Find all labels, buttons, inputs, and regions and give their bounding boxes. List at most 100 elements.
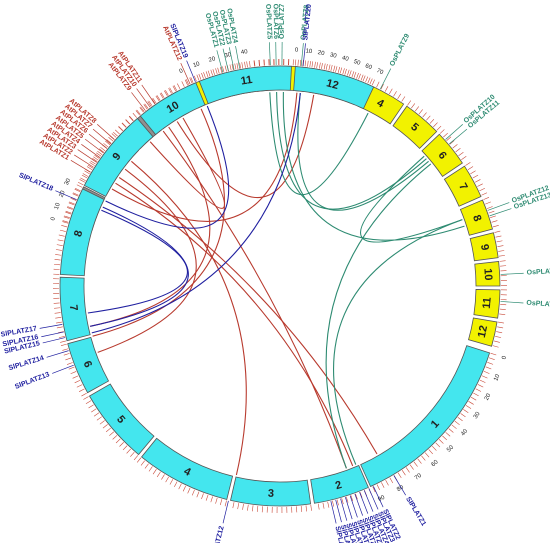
scale-tick — [437, 126, 441, 130]
scale-tick — [56, 250, 62, 251]
scale-tick — [60, 230, 66, 231]
scale-tick — [423, 113, 427, 118]
tick-number: 0 — [295, 47, 299, 53]
scale-tick — [190, 78, 192, 84]
scale-tick — [119, 442, 123, 446]
scale-tick — [170, 479, 173, 484]
scale-tick — [64, 353, 70, 355]
scale-tick — [249, 61, 250, 67]
scale-tick — [243, 504, 244, 510]
scale-tick — [499, 314, 505, 315]
tick-number: 50 — [446, 444, 455, 453]
gene-leader-line — [490, 209, 512, 216]
scale-tick — [487, 207, 493, 209]
scale-tick — [77, 385, 82, 388]
scale-tick — [398, 473, 401, 478]
scale-tick — [211, 70, 213, 76]
scale-tick — [426, 116, 430, 120]
scale-tick — [306, 505, 307, 511]
scale-tick — [182, 81, 185, 86]
scale-tick — [483, 197, 489, 199]
scale-tick — [317, 62, 318, 68]
scale-tick — [66, 211, 72, 213]
scale-tick — [103, 424, 108, 428]
scale-tick — [55, 317, 61, 318]
chromosome-label-sl-7: 7 — [67, 304, 80, 311]
tick-number: 70 — [375, 68, 384, 77]
gene-leader-line — [341, 499, 347, 521]
scale-tick — [301, 506, 302, 512]
scale-tick — [206, 71, 208, 77]
scale-tick — [197, 492, 199, 498]
scale-tick — [336, 66, 338, 72]
scale-tick — [358, 74, 360, 80]
scale-tick — [58, 240, 64, 241]
scale-tick — [57, 245, 63, 246]
scale-tick — [257, 506, 258, 512]
scale-tick — [149, 466, 152, 471]
scale-tick — [75, 380, 80, 383]
scale-tick — [368, 78, 370, 84]
gene-leader-line — [137, 89, 151, 108]
tick-number: 60 — [431, 459, 440, 468]
scale-tick — [414, 462, 418, 467]
scale-tick — [455, 421, 460, 425]
scale-tick — [145, 464, 149, 469]
tick-number: 10 — [54, 202, 62, 211]
scale-tick — [216, 68, 218, 74]
scale-tick — [197, 75, 199, 81]
scale-tick — [446, 432, 450, 436]
tick-number: 0 — [50, 216, 57, 222]
scale-tick — [326, 64, 327, 70]
tick-number: 70 — [414, 472, 423, 481]
gene-leader-line — [500, 301, 523, 303]
scale-tick — [332, 501, 333, 507]
tick-number: 90 — [377, 495, 386, 504]
scale-tick — [370, 79, 372, 84]
scale-tick — [141, 461, 145, 466]
scale-tick — [459, 152, 464, 156]
synteny-link-at-4 — [163, 131, 346, 468]
scale-tick — [372, 80, 375, 85]
gene-label-slplatz12: SlPLATZ12 — [210, 525, 225, 543]
scale-tick — [109, 432, 114, 436]
scale-tick — [305, 60, 306, 66]
scale-tick — [113, 435, 117, 439]
scale-tick — [308, 61, 309, 67]
scale-tick — [419, 109, 423, 114]
gene-leader-line — [229, 47, 234, 69]
scale-tick — [129, 116, 133, 120]
synteny-link-at-9 — [150, 118, 224, 208]
scale-tick — [134, 455, 138, 460]
gene-leader-line — [41, 332, 63, 337]
scale-tick — [127, 449, 131, 453]
scale-tick — [311, 505, 312, 511]
tick-number: 20 — [208, 56, 217, 64]
scale-tick — [447, 137, 452, 141]
scale-tick — [183, 486, 186, 491]
scale-tick — [500, 266, 506, 267]
scale-tick — [499, 255, 505, 256]
scale-tick — [60, 341, 66, 342]
scale-tick — [477, 184, 482, 187]
scale-tick — [216, 498, 218, 504]
scale-tick — [55, 313, 61, 314]
scale-tick — [188, 488, 190, 493]
scale-tick — [123, 446, 127, 450]
gene-leader-line — [52, 365, 73, 373]
scale-tick — [55, 254, 61, 255]
scale-tick — [238, 503, 239, 509]
scale-tick — [61, 344, 67, 346]
scale-tick — [115, 130, 119, 134]
scale-tick — [118, 127, 122, 131]
scale-tick — [129, 116, 133, 120]
scale-tick — [218, 68, 220, 74]
scale-tick — [410, 465, 414, 470]
scale-tick — [91, 409, 96, 412]
gene-leader-line — [131, 92, 145, 110]
scale-tick — [377, 485, 380, 490]
scale-tick — [479, 188, 484, 191]
scale-tick — [425, 453, 429, 458]
scale-tick — [482, 376, 487, 378]
scale-tick — [468, 167, 473, 170]
